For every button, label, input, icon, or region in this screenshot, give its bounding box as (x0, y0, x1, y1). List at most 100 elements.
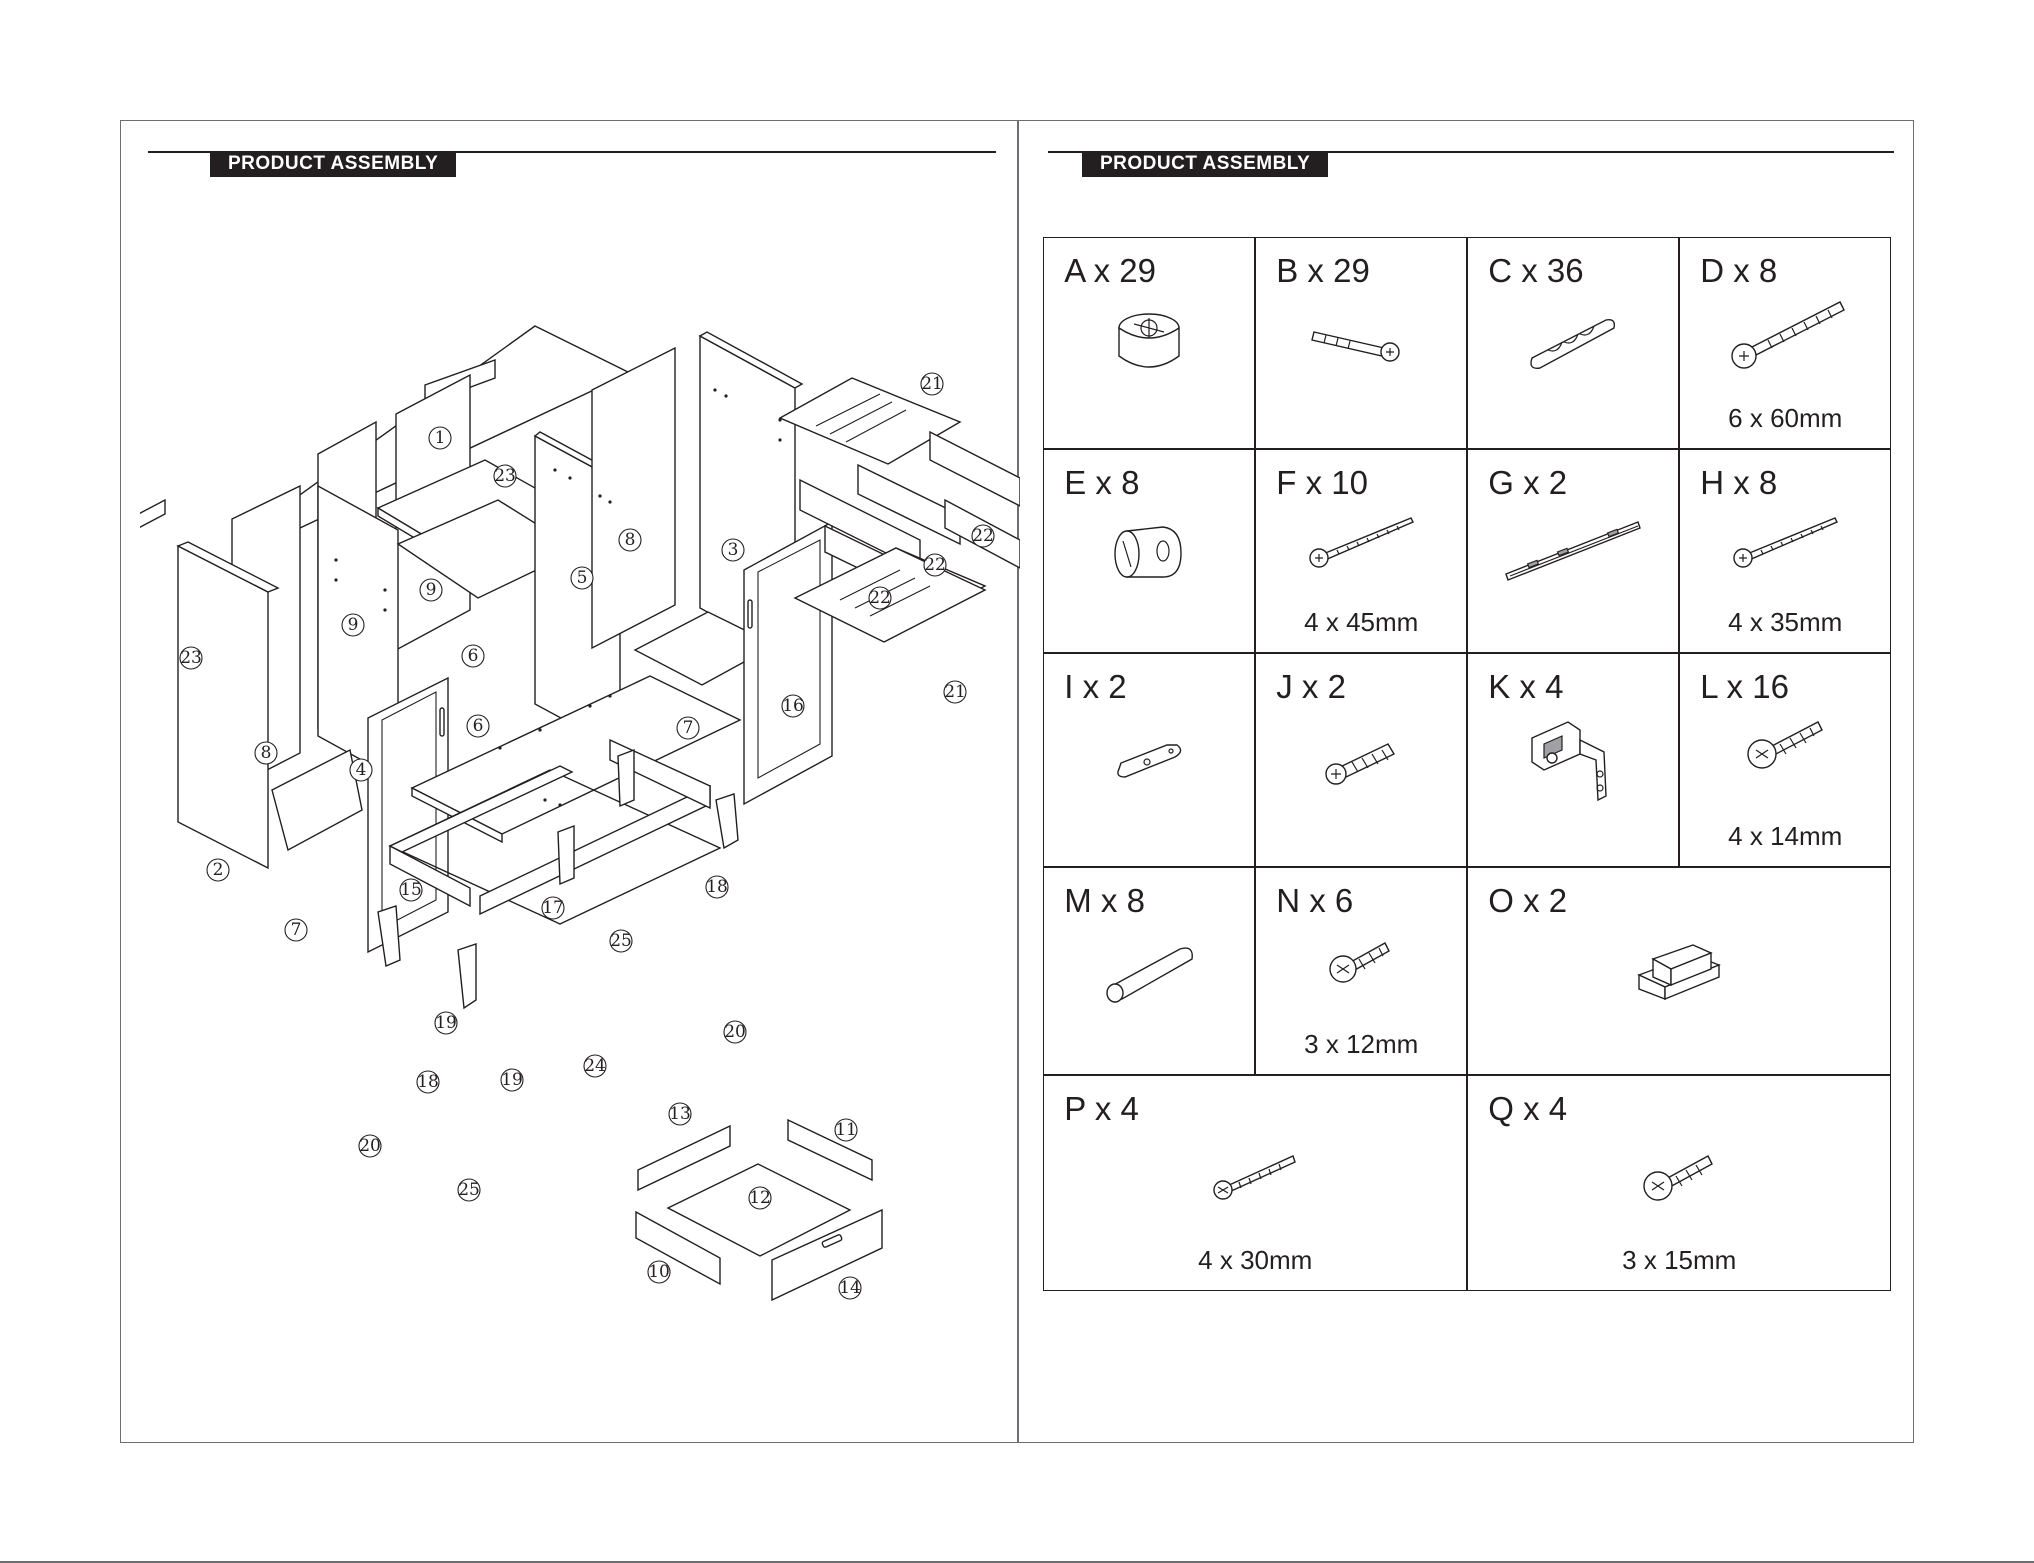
svg-text:21: 21 (921, 374, 943, 394)
callout-22b: 22 (923, 553, 947, 577)
hardware-label: A x 29 (1064, 252, 1156, 290)
short-bolt-icon (1325, 743, 1396, 785)
hardware-cell-e: E x 8 (1043, 449, 1256, 654)
svg-text:9: 9 (426, 580, 437, 600)
side-rail-left (140, 498, 166, 528)
callout-19a: 19 (434, 1011, 458, 1035)
mounting-plate-icon (1117, 744, 1182, 778)
svg-text:6: 6 (473, 716, 484, 736)
hardware-cell-k: K x 4 (1467, 653, 1680, 868)
screw-icon (1747, 721, 1824, 769)
screw-icon (1329, 941, 1391, 983)
hardware-size: 4 x 45mm (1304, 607, 1419, 638)
page-bottom-rule (0, 1561, 2034, 1563)
callout-21b: 21 (943, 680, 967, 704)
hardware-cell-b: B x 29 (1255, 237, 1468, 450)
callout-25a: 25 (609, 929, 633, 953)
callout-6b: 6 (466, 714, 490, 738)
exploded-assembly-diagram: 1 2 3 4 5 6 6 7 7 8 8 9 9 10 11 12 13 14… (140, 325, 1020, 1302)
hardware-label: I x 2 (1064, 668, 1127, 706)
svg-text:4: 4 (356, 760, 367, 780)
svg-text:23: 23 (494, 466, 516, 486)
leg-20-left (377, 905, 401, 968)
callout-18a: 18 (416, 1070, 440, 1094)
side-panel-2 (177, 544, 269, 870)
hardware-label: B x 29 (1276, 252, 1370, 290)
hardware-cell-q: Q x 4 3 x 15mm (1467, 1075, 1892, 1292)
drawer-side-22a (929, 430, 1020, 507)
svg-text:20: 20 (359, 1136, 381, 1156)
svg-text:2: 2 (213, 860, 224, 880)
hardware-cell-c: C x 36 (1467, 237, 1680, 450)
base-rail-18-side (609, 738, 711, 810)
svg-text:22: 22 (924, 555, 946, 575)
drawer-side-10 (635, 1210, 721, 1286)
hardware-cell-g: G x 2 (1467, 449, 1680, 654)
left-header-rule (148, 151, 996, 153)
right-header-rule (1048, 151, 1894, 153)
hardware-size: 4 x 35mm (1728, 607, 1843, 638)
cam-bolt-icon (1311, 331, 1400, 362)
svg-text:9: 9 (348, 615, 359, 635)
callout-20b: 20 (723, 1020, 747, 1044)
svg-text:22: 22 (972, 526, 994, 546)
callout-13: 13 (668, 1102, 692, 1126)
base-rail-19-back (388, 765, 574, 853)
callout-3: 3 (721, 538, 745, 562)
drawer-side-11 (787, 1118, 873, 1182)
callout-25b: 25 (457, 1178, 481, 1202)
bottom-shelf-7-left (271, 748, 363, 852)
bolt-icon (1731, 300, 1846, 369)
callout-2: 2 (206, 858, 230, 882)
svg-text:8: 8 (261, 743, 272, 763)
hardware-label: E x 8 (1064, 464, 1140, 502)
door-16-handle (747, 599, 753, 629)
callout-4: 4 (349, 758, 373, 782)
hardware-size: 4 x 14mm (1728, 821, 1843, 852)
callout-12: 12 (748, 1186, 772, 1210)
callout-15: 15 (399, 878, 423, 902)
callout-23b: 23 (179, 646, 203, 670)
hardware-label: C x 36 (1488, 252, 1584, 290)
callout-9b: 9 (419, 578, 443, 602)
callout-7a: 7 (284, 918, 308, 942)
callout-6a: 6 (461, 644, 485, 668)
side-panel-2-edge (176, 541, 280, 593)
callout-22a: 22 (971, 524, 995, 548)
hardware-label: M x 8 (1064, 882, 1145, 920)
svg-text:13: 13 (669, 1104, 691, 1124)
hardware-label: N x 6 (1276, 882, 1354, 920)
door-15-handle (439, 707, 445, 737)
svg-text:25: 25 (610, 931, 632, 951)
callout-1: 1 (428, 426, 452, 450)
hardware-cell-j: J x 2 (1255, 653, 1468, 868)
svg-text:18: 18 (417, 1072, 439, 1092)
svg-text:24: 24 (584, 1056, 606, 1076)
svg-text:6: 6 (468, 646, 479, 666)
hardware-label: F x 10 (1276, 464, 1368, 502)
svg-text:22: 22 (869, 588, 891, 608)
callout-18b: 18 (705, 875, 729, 899)
svg-text:12: 12 (749, 1188, 771, 1208)
drawer-side-22b (857, 463, 961, 546)
svg-text:21: 21 (944, 682, 966, 702)
svg-text:10: 10 (648, 1262, 670, 1282)
callout-24: 24 (583, 1054, 607, 1078)
hardware-cell-h: H x 8 4 x 35mm (1679, 449, 1892, 654)
callout-21a: 21 (920, 372, 944, 396)
drawer-front-14-handle (821, 1234, 843, 1248)
hardware-size: 3 x 12mm (1304, 1029, 1419, 1060)
hardware-label: D x 8 (1700, 252, 1778, 290)
hardware-label: O x 2 (1488, 882, 1568, 920)
screw-holes (334, 388, 782, 807)
leg-25-front (457, 943, 477, 1010)
hardware-label: K x 4 (1488, 668, 1564, 706)
callout-17: 17 (541, 896, 565, 920)
callout-23a: 23 (493, 464, 517, 488)
leg-24-center (557, 824, 575, 886)
svg-text:17: 17 (542, 898, 564, 918)
screw-icon (1643, 1154, 1714, 1201)
cam-lock-icon (1118, 313, 1180, 368)
svg-text:23: 23 (180, 648, 202, 668)
svg-text:25: 25 (458, 1180, 480, 1200)
